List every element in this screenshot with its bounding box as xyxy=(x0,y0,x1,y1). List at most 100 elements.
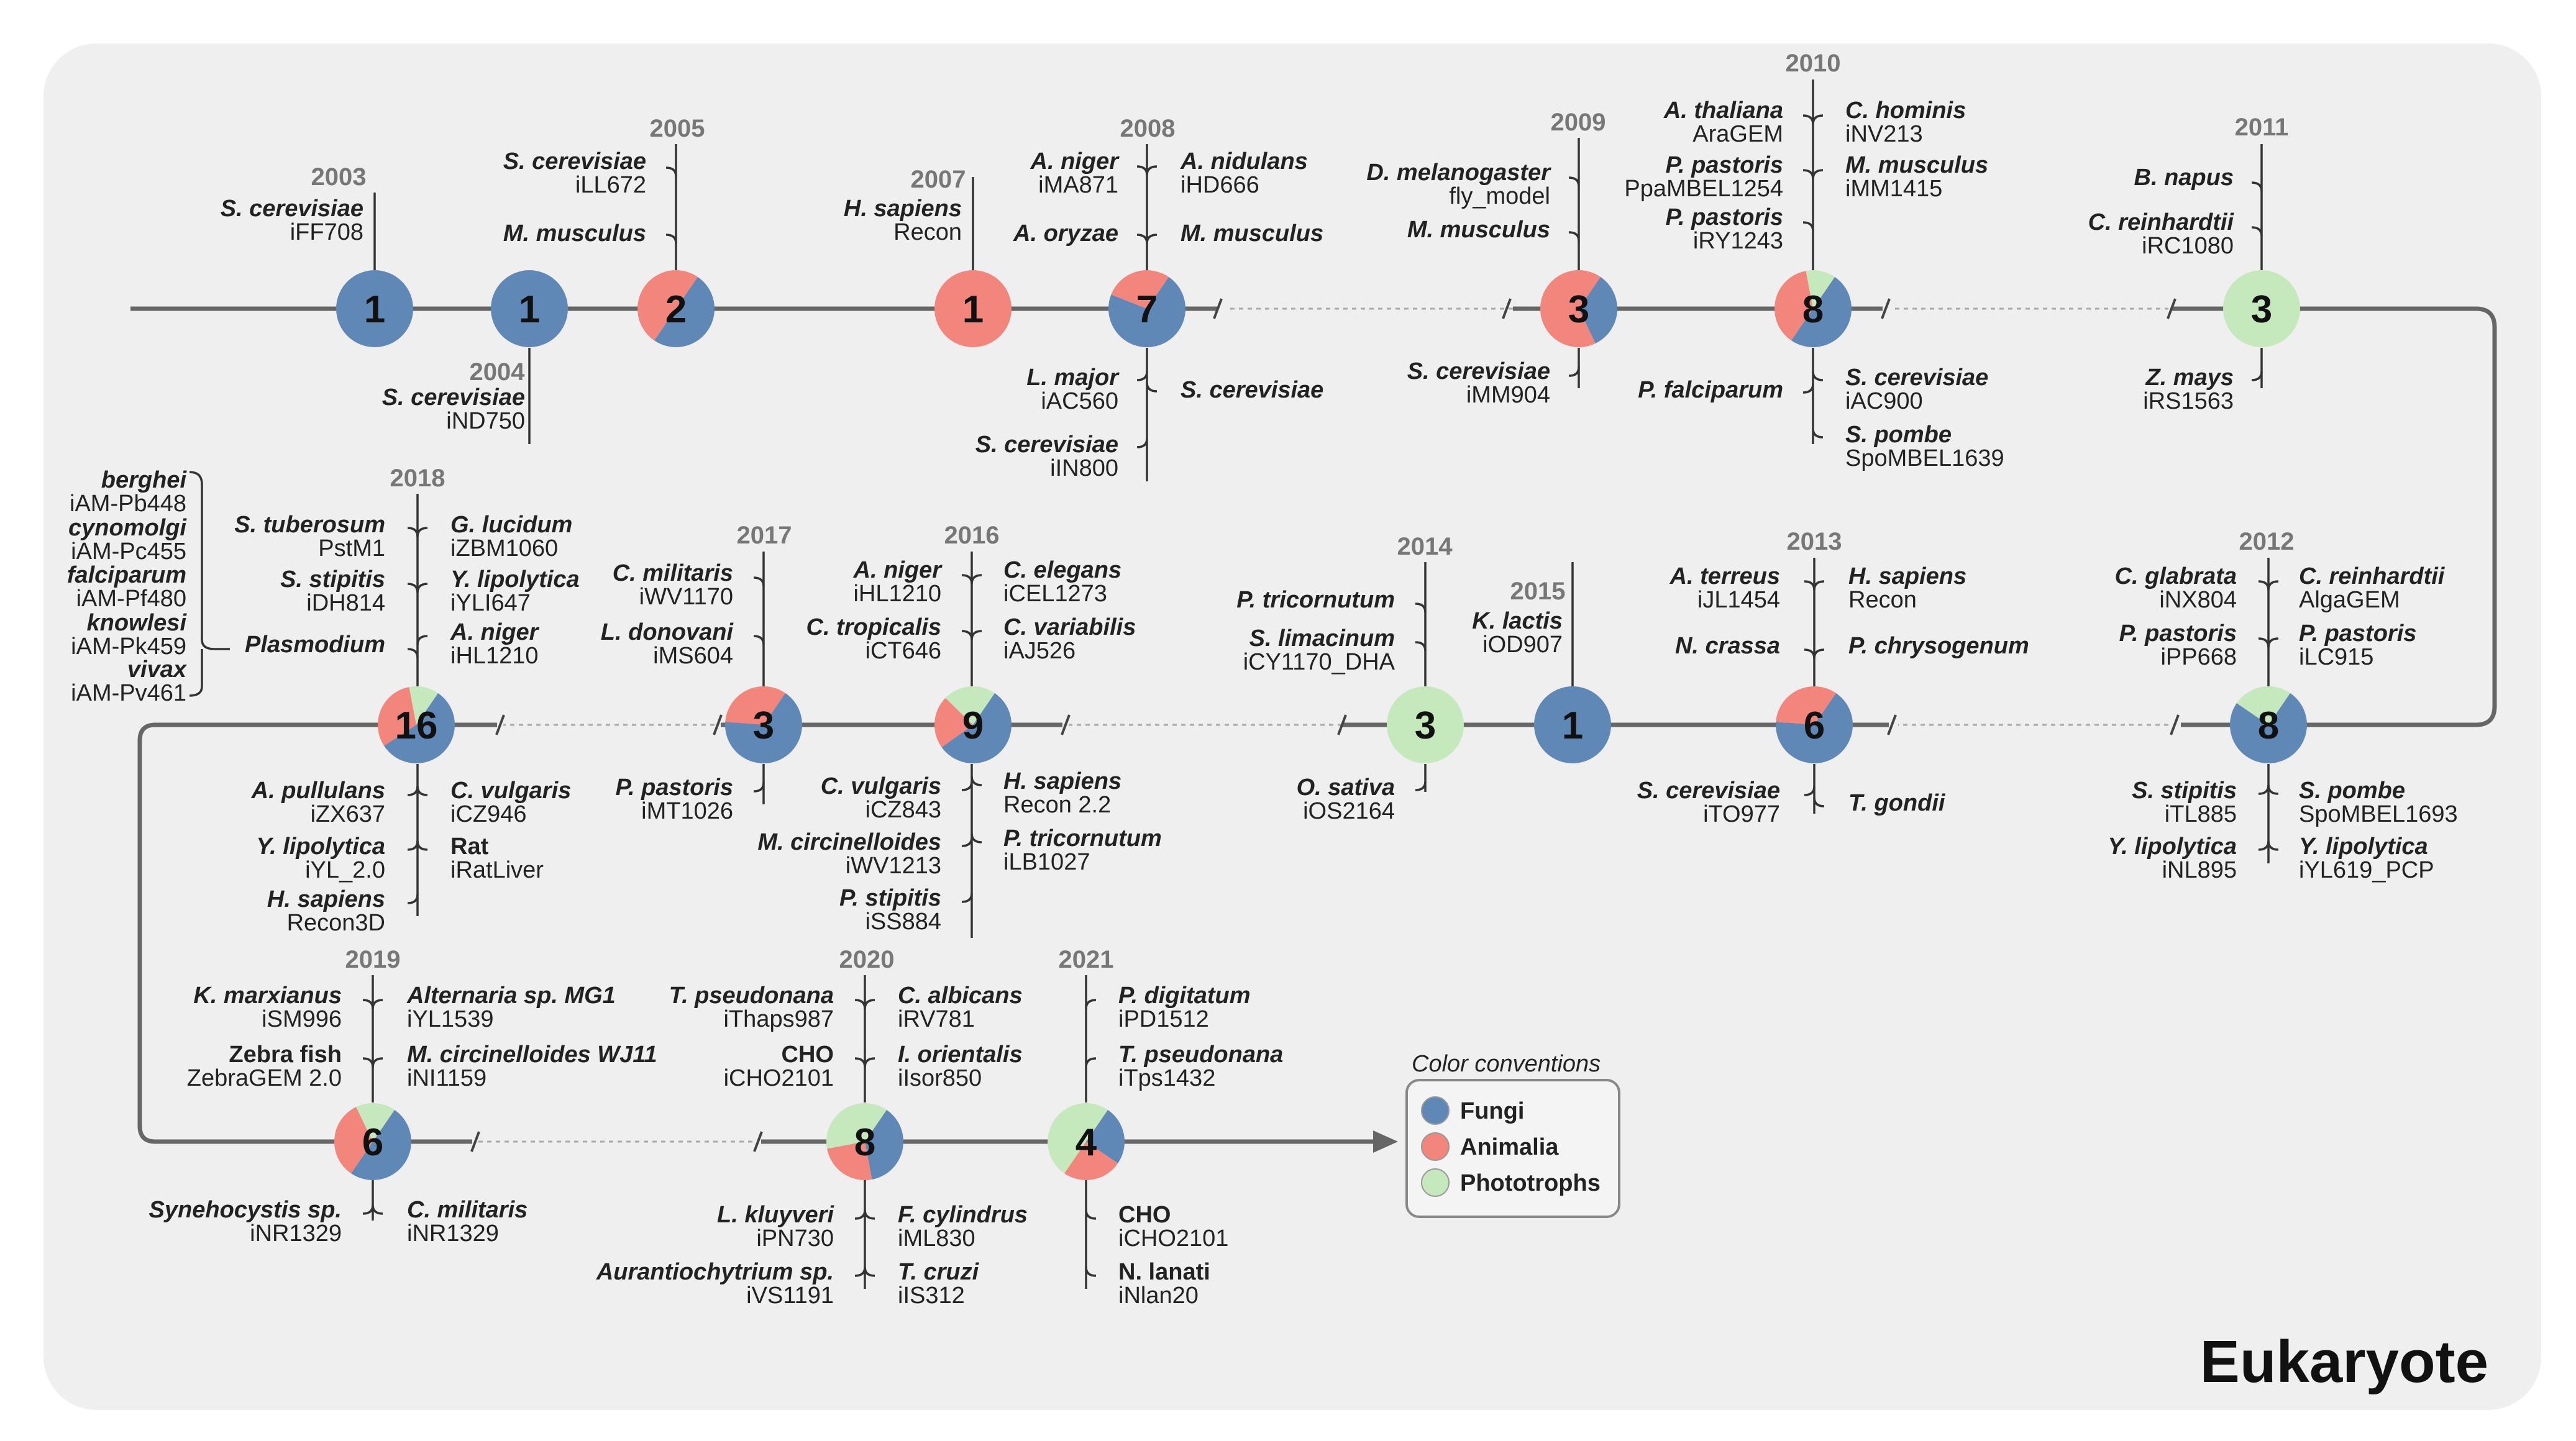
species-name: Plasmodium xyxy=(245,632,385,658)
year-label: 2019 xyxy=(345,946,401,973)
species-name: P. pastoris xyxy=(2299,620,2416,647)
model-name: AraGEM xyxy=(1692,121,1783,147)
model-name: iCHO2101 xyxy=(1118,1225,1228,1252)
species-entry: T. gondii xyxy=(1848,790,1946,816)
year-label: 2021 xyxy=(1059,946,1114,973)
species-name: Rat xyxy=(450,834,489,860)
species-name: C. reinhardtii xyxy=(2299,563,2446,589)
species-name: L. major xyxy=(1026,365,1120,391)
species-entry: M. musculus xyxy=(1181,220,1323,247)
species-name: knowlesi xyxy=(87,610,188,636)
year-label: 2020 xyxy=(839,946,895,973)
species-name: S. limacinum xyxy=(1249,625,1395,652)
species-name: P. chrysogenum xyxy=(1848,633,2029,659)
species-name: S. cerevisiae xyxy=(1407,358,1550,384)
fungi-slice xyxy=(491,270,568,347)
legend-item-animalia: Animalia xyxy=(1421,1132,1559,1161)
species-name: Aurantiochytrium sp. xyxy=(596,1259,834,1285)
species-name: A. thaliana xyxy=(1663,98,1783,124)
species-name: T. gondii xyxy=(1848,790,1946,816)
model-name: iIsor850 xyxy=(898,1065,982,1091)
fungi-slice xyxy=(1776,693,1853,764)
model-count: 7 xyxy=(1136,288,1158,331)
axis-break-mark xyxy=(713,714,723,735)
model-name: iPD1512 xyxy=(1118,1006,1209,1032)
species-name: L. donovani xyxy=(601,619,734,645)
legend-swatch xyxy=(1421,1132,1450,1161)
species-name: A. oryzae xyxy=(1013,220,1118,247)
species-name: CHO xyxy=(1118,1202,1171,1228)
legend-item-phototrophs: Phototrophs xyxy=(1421,1168,1601,1197)
model-name: SpoMBEL1639 xyxy=(1845,445,2004,471)
animalia-slice xyxy=(934,270,1012,347)
species-name: C. elegans xyxy=(1003,557,1121,583)
model-name: iHL1210 xyxy=(853,581,941,607)
model-name: iTL885 xyxy=(2165,801,2237,827)
year-label: 2005 xyxy=(650,115,705,142)
model-name: iNR1329 xyxy=(407,1221,499,1247)
model-name: iZBM1060 xyxy=(450,535,558,561)
axis-break-mark xyxy=(1061,714,1071,735)
model-name: iMM1415 xyxy=(1845,176,1942,202)
model-name: iPP668 xyxy=(2160,644,2237,670)
legend-label: Phototrophs xyxy=(1460,1170,1601,1196)
model-name: iMM904 xyxy=(1466,382,1550,408)
model-name: iNL895 xyxy=(2162,857,2237,883)
phototrophs-slice xyxy=(356,1103,395,1142)
axis-break-mark xyxy=(495,714,505,735)
species-name: S. pombe xyxy=(1845,422,1952,448)
species-name: cynomolgi xyxy=(68,515,187,541)
animalia-slice xyxy=(827,1142,872,1180)
model-name: iVS1191 xyxy=(746,1283,834,1309)
species-name: P. pastoris xyxy=(616,775,733,801)
species-name: K. marxianus xyxy=(193,983,342,1009)
model-name: iIS312 xyxy=(898,1283,965,1309)
fungi-slice xyxy=(654,276,715,347)
species-name: T. pseudonana xyxy=(669,983,834,1009)
model-count: 3 xyxy=(1568,288,1589,331)
legend-swatch xyxy=(1421,1168,1450,1197)
species-entry: M. musculus xyxy=(503,220,646,247)
species-name: Y. lipolytica xyxy=(2108,834,2237,860)
species-name: C. militaris xyxy=(407,1197,528,1223)
species-name: A. niger xyxy=(853,557,943,583)
species-name: P. pastoris xyxy=(1666,204,1783,230)
axis-break-mark xyxy=(1337,714,1347,735)
diagram-title: Eukaryote xyxy=(2200,1329,2488,1395)
year-label: 2012 xyxy=(2239,528,2295,555)
model-name: iCZ843 xyxy=(866,797,942,823)
model-name: iAM-Pf480 xyxy=(76,586,186,612)
model-name: Recon3D xyxy=(287,910,385,936)
fungi-slice xyxy=(941,693,1012,764)
model-name: iTps1432 xyxy=(1118,1065,1215,1091)
phototrophs-slice xyxy=(1806,270,1835,309)
species-name: P. digitatum xyxy=(1118,983,1251,1009)
animalia-slice xyxy=(725,686,786,725)
model-count: 3 xyxy=(1415,704,1436,747)
model-count: 6 xyxy=(1804,704,1825,747)
model-name: Recon xyxy=(1848,587,1917,613)
